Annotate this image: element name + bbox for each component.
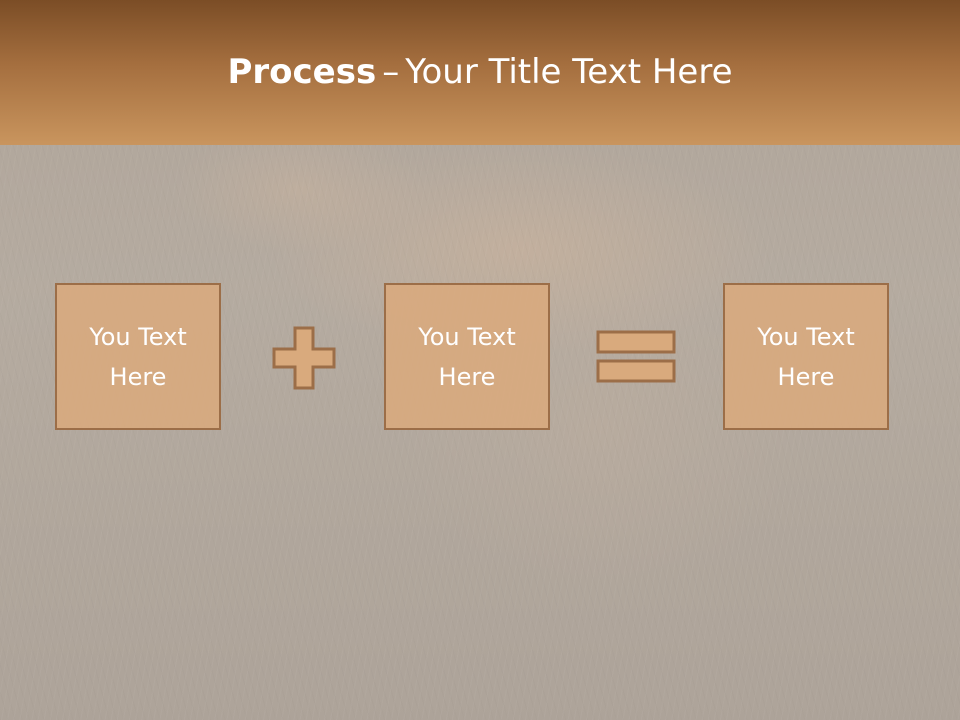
text-box-1-label: You Text Here xyxy=(89,322,187,391)
slide-title[interactable]: Process–Your Title Text Here xyxy=(227,52,732,92)
title-bar: Process–Your Title Text Here xyxy=(0,0,960,145)
title-bold: Process xyxy=(227,51,377,92)
plus-icon xyxy=(272,326,336,390)
equals-icon xyxy=(596,330,678,386)
title-text: Your Title Text Here xyxy=(405,51,733,92)
text-box-3[interactable]: You Text Here xyxy=(723,283,889,430)
text-box-1[interactable]: You Text Here xyxy=(55,283,221,430)
title-separator: – xyxy=(382,51,400,92)
text-box-3-label: You Text Here xyxy=(757,322,855,391)
text-box-2-label: You Text Here xyxy=(418,322,516,391)
text-box-2[interactable]: You Text Here xyxy=(384,283,550,430)
